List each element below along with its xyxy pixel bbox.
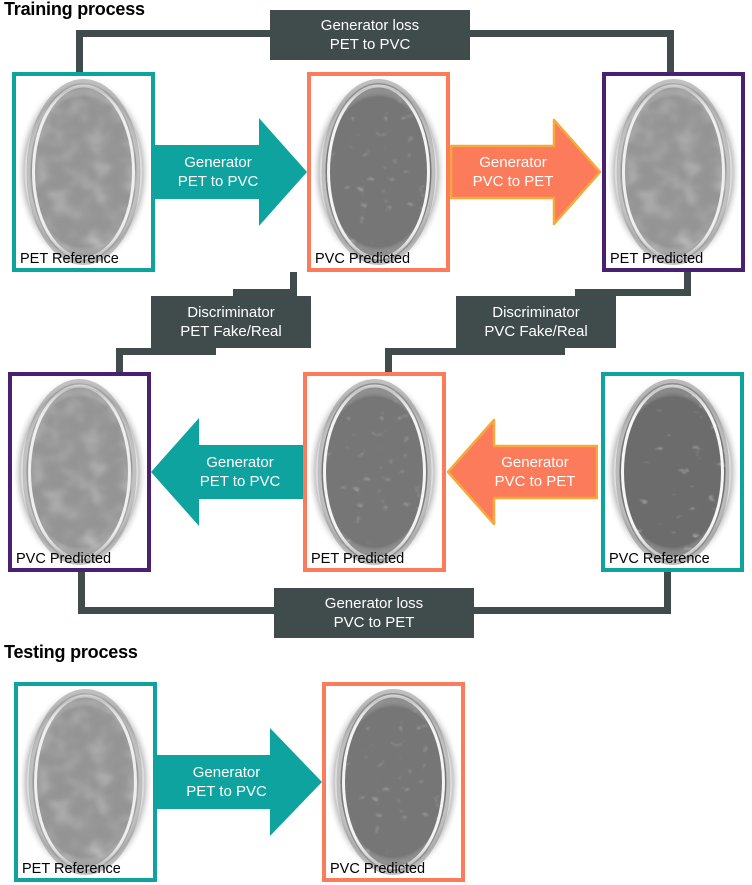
image-caption: PET Reference [22, 861, 121, 877]
connector-pvc-pred-to-disc-pet-vertical [290, 272, 297, 296]
arrow-generator-pvc-to-pet-row2: Generator PVC to PET [446, 418, 598, 526]
image-frame-pvc-reference-train: PVC Reference [601, 372, 744, 572]
generator-loss-pet-to-pvc-line2: PET to PVC [329, 36, 411, 53]
discriminator-pvc-line1: Discriminator [492, 303, 580, 321]
image-caption: PVC Predicted [330, 861, 426, 877]
brain-image-pvc [326, 686, 461, 878]
discriminator-pet-fake-real-box: Discriminator PET Fake/Real [151, 296, 311, 348]
connector-disc-pvc-to-row2-vertical [385, 348, 392, 372]
image-frame-pet-reference-train: PET Reference [12, 72, 155, 272]
image-frame-pet-reference-test: PET Reference [14, 682, 157, 882]
image-caption: PVC Reference [609, 551, 710, 567]
image-frame-pet-predicted-train2: PET Predicted [303, 372, 446, 572]
image-caption: PVC Predicted [315, 251, 411, 267]
connector-pet-pred-to-disc-pvc-horizontal [575, 289, 691, 296]
arrow-generator-pet-to-pvc-row2: Generator PET to PVC [151, 418, 303, 526]
brain-image-pvc [307, 376, 442, 568]
arrow-generator-pet-to-pvc-test: Generator PET to PVC [157, 728, 322, 836]
discriminator-pet-line1: Discriminator [187, 303, 275, 321]
brain-image-pet [16, 76, 151, 268]
connector-disc-pet-to-row2-vertical [116, 348, 123, 372]
connector-top-left-horizontal [76, 30, 274, 37]
connector-bottom-right-vertical [664, 572, 671, 614]
image-frame-pvc-predicted-test: PVC Predicted [322, 682, 465, 882]
training-process-title: Training process [4, 0, 145, 19]
connector-disc-pet-to-row2-horizontal [116, 348, 216, 355]
image-frame-pvc-predicted-train1: PVC Predicted [307, 72, 450, 272]
image-caption: PVC Predicted [16, 551, 112, 567]
connector-bottom-left-horizontal [78, 607, 278, 614]
connector-pvc-pred-to-disc-pet-horizontal [233, 289, 297, 296]
connector-bottom-right-horizontal [470, 607, 671, 614]
image-frame-pvc-predicted-train2: PVC Predicted [8, 372, 151, 572]
arrow-generator-pvc-to-pet-row1: Generator PVC to PET [450, 118, 602, 226]
brain-image-pvc [311, 76, 446, 268]
discriminator-pet-line2: PET Fake/Real [180, 323, 282, 340]
image-caption: PET Predicted [610, 251, 704, 267]
connector-top-left-vertical [76, 30, 83, 72]
generator-loss-pvc-to-pet-line1: Generator loss [324, 594, 424, 612]
image-caption: PET Reference [20, 251, 119, 267]
connector-disc-pvc-to-row2-horizontal [385, 348, 565, 355]
connector-bottom-left-vertical [78, 572, 85, 614]
arrow-generator-pet-to-pvc-row1: Generator PET to PVC [155, 118, 307, 226]
image-caption: PET Predicted [311, 551, 405, 567]
brain-image-pet [606, 76, 741, 268]
image-frame-pet-predicted-train1: PET Predicted [602, 72, 745, 272]
brain-image-pet [12, 376, 147, 568]
brain-image-pet [18, 686, 153, 878]
generator-loss-pvc-to-pet-line2: PVC to PET [333, 614, 415, 631]
generator-loss-pvc-to-pet-box: Generator loss PVC to PET [274, 588, 474, 638]
testing-process-title: Testing process [4, 642, 138, 662]
connector-top-right-vertical [667, 30, 674, 72]
connector-top-right-horizontal [466, 30, 674, 37]
brain-image-pvc-reference [605, 376, 740, 568]
generator-loss-pet-to-pvc-box: Generator loss PET to PVC [270, 10, 470, 60]
connector-pet-pred-to-disc-pvc-vertical [684, 272, 691, 296]
discriminator-pvc-fake-real-box: Discriminator PVC Fake/Real [456, 296, 616, 348]
generator-loss-pet-to-pvc-line1: Generator loss [320, 16, 420, 34]
discriminator-pvc-line2: PVC Fake/Real [484, 323, 588, 340]
